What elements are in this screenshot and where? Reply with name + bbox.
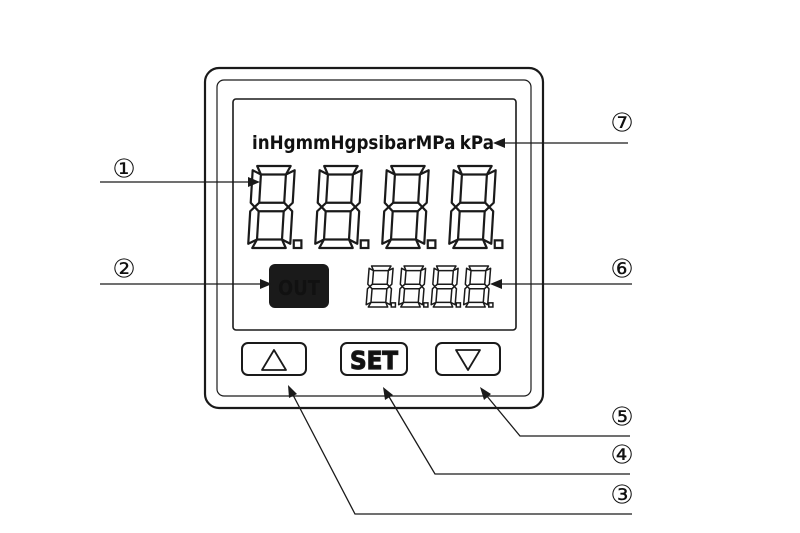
main-segment — [323, 164, 359, 176]
main-digit-1 — [247, 164, 303, 250]
sub-decimal-point — [455, 302, 462, 308]
main-segment — [448, 205, 461, 245]
unit-mpa: MPa — [416, 132, 456, 154]
unit-mmhg: mmHg — [296, 132, 357, 154]
main-segment — [452, 238, 488, 250]
unit-labels: inHgmmHgpsibarMPakPa — [252, 132, 494, 154]
main-segment — [251, 238, 287, 250]
sub-segment — [369, 283, 391, 290]
main-segment — [283, 169, 296, 209]
set-button[interactable]: SET — [340, 342, 408, 376]
callout-4: ④ — [610, 441, 633, 471]
callout-1: ① — [112, 155, 135, 185]
main-segment — [256, 164, 292, 176]
main-segment — [316, 169, 330, 209]
sub-segment — [483, 267, 492, 288]
leader-5 — [485, 394, 630, 437]
main-segment — [414, 205, 428, 245]
unit-bar: bar — [384, 132, 416, 154]
sub-segment — [432, 301, 454, 308]
main-segment — [450, 169, 464, 209]
leader-3 — [291, 392, 632, 515]
main-decimal-point — [292, 239, 303, 250]
unit-psi: psi — [356, 132, 384, 154]
sub-segment — [466, 283, 488, 290]
sub-digit-3 — [430, 265, 462, 308]
main-segment — [385, 238, 421, 250]
unit-kpa: kPa — [460, 132, 494, 154]
sub-segment — [451, 267, 459, 288]
arrowhead-5 — [480, 387, 491, 400]
callout-6: ⑥ — [610, 255, 633, 285]
main-digit-3 — [381, 164, 437, 250]
sub-digit-2 — [397, 265, 429, 308]
main-segment — [457, 164, 493, 176]
set-label: SET — [350, 346, 398, 375]
sub-segment — [430, 285, 438, 306]
sub-segment — [462, 285, 471, 306]
main-segment — [481, 205, 495, 245]
main-segment — [454, 201, 491, 213]
callout-5: ⑤ — [610, 403, 633, 433]
main-segment — [390, 164, 426, 176]
main-display — [247, 164, 504, 250]
down-triangle-icon — [455, 349, 481, 371]
sub-segment — [365, 285, 373, 306]
leader-4 — [387, 394, 630, 475]
up-button[interactable] — [241, 342, 307, 376]
main-segment — [484, 169, 497, 209]
unit-inhg: inHg — [252, 132, 296, 154]
arrowhead-4 — [383, 387, 393, 400]
main-segment — [320, 201, 357, 213]
arrowhead-1 — [248, 177, 260, 187]
main-segment — [280, 205, 294, 245]
sub-decimal-point — [488, 302, 494, 308]
sub-display — [365, 265, 494, 308]
main-decimal-point — [359, 239, 370, 250]
device-body — [203, 66, 545, 410]
main-segment — [347, 205, 361, 245]
main-segment — [387, 201, 424, 213]
arrowhead-2 — [260, 279, 272, 289]
sub-segment — [465, 301, 486, 308]
leader-arrowheads — [248, 138, 505, 400]
main-segment — [383, 169, 397, 209]
callout-3: ③ — [610, 481, 633, 511]
sub-segment — [400, 301, 421, 308]
sub-segment — [434, 283, 456, 290]
sub-segment — [367, 301, 389, 308]
sub-segment — [397, 285, 406, 306]
out-indicator: OUT — [269, 264, 329, 308]
up-triangle-icon — [261, 349, 287, 371]
callout-7: ⑦ — [610, 109, 633, 139]
main-decimal-point — [493, 239, 504, 250]
main-segment — [381, 205, 394, 245]
callout-2: ② — [112, 255, 135, 285]
down-button[interactable] — [435, 342, 501, 376]
sub-decimal-point — [423, 302, 429, 308]
sub-digit-1 — [365, 265, 397, 308]
main-segment — [253, 201, 290, 213]
main-segment — [350, 169, 363, 209]
sub-segment — [418, 267, 427, 288]
sub-digit-4 — [462, 265, 494, 308]
main-segment — [318, 238, 354, 250]
sub-segment — [401, 283, 423, 290]
callout-numbers: ① ② ③ ④ ⑤ ⑥ ⑦ — [112, 109, 633, 511]
main-digit-2 — [314, 164, 370, 250]
leader-lines — [100, 142, 632, 515]
arrowhead-3 — [288, 385, 297, 398]
sub-segment — [386, 267, 394, 288]
main-digit-4 — [448, 164, 504, 250]
arrowhead-6 — [490, 279, 502, 289]
sub-decimal-point — [390, 302, 397, 308]
main-segment — [417, 169, 430, 209]
main-segment — [314, 205, 327, 245]
main-segment — [247, 205, 260, 245]
arrowhead-7 — [493, 138, 505, 148]
out-label: OUT — [278, 276, 320, 300]
main-decimal-point — [426, 239, 437, 250]
main-segment — [249, 169, 263, 209]
